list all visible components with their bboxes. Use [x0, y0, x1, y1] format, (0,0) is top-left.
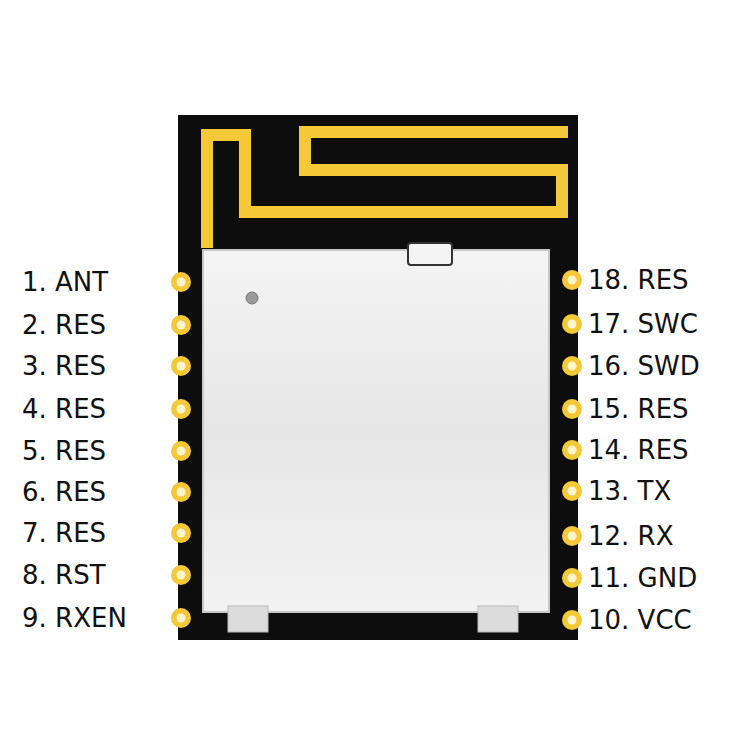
pin-name: 2. RES [22, 310, 106, 340]
pad-ring [562, 481, 582, 501]
pin-pad [171, 441, 191, 461]
pin-pad [562, 568, 582, 588]
pin-name: 12. RX [588, 521, 674, 551]
pin-pad [562, 610, 582, 630]
pin-name: 10. VCC [588, 605, 692, 635]
pad-hole [177, 362, 186, 371]
pin-name: 14. RES [588, 435, 689, 465]
pin-pad [562, 356, 582, 376]
pad-hole [177, 614, 186, 623]
pad-hole [568, 616, 577, 625]
pad-ring [171, 272, 191, 292]
pin-name: 15. RES [588, 394, 689, 424]
pad-ring [562, 610, 582, 630]
pin-name: 6. RES [22, 477, 106, 507]
pin-pad [171, 272, 191, 292]
pin-pad [171, 315, 191, 335]
pad-ring [562, 440, 582, 460]
pin1-dot [246, 292, 258, 304]
pad-ring [171, 356, 191, 376]
pad-ring [171, 399, 191, 419]
pin-pad [562, 440, 582, 460]
pad-ring [171, 315, 191, 335]
pin-pad [562, 399, 582, 419]
pcb-board [178, 115, 578, 640]
pad-hole [568, 405, 577, 414]
antenna-trace [207, 132, 568, 248]
pin-name: 5. RES [22, 436, 106, 466]
shield-can [203, 250, 549, 612]
pad-hole [568, 276, 577, 285]
shield-tab [408, 243, 452, 265]
pin-name: 11. GND [588, 563, 697, 593]
pin-name: 16. SWD [588, 351, 700, 381]
pad-hole [568, 446, 577, 455]
pin-pad [171, 356, 191, 376]
pad-hole [177, 571, 186, 580]
pin-pad [562, 270, 582, 290]
pad-hole [177, 488, 186, 497]
pin-name: 7. RES [22, 518, 106, 548]
pin-pad [562, 314, 582, 334]
pin-name: 9. RXEN [22, 603, 127, 633]
pad-ring [171, 608, 191, 628]
pin-name: 8. RST [22, 560, 106, 590]
shield-tab [478, 606, 518, 632]
pin-pad [171, 523, 191, 543]
pad-ring [562, 314, 582, 334]
pad-ring [171, 482, 191, 502]
pad-hole [177, 321, 186, 330]
pad-hole [568, 362, 577, 371]
pad-hole [568, 574, 577, 583]
pin-name: 3. RES [22, 351, 106, 381]
pad-ring [562, 568, 582, 588]
pin-name: 4. RES [22, 394, 106, 424]
pad-hole [177, 529, 186, 538]
pin-pad [562, 526, 582, 546]
pad-ring [171, 523, 191, 543]
pad-ring [562, 270, 582, 290]
shield-tab [228, 606, 268, 632]
pin-pad [171, 482, 191, 502]
pin-name: 17. SWC [588, 309, 698, 339]
pin-pad [562, 481, 582, 501]
pad-ring [171, 441, 191, 461]
pad-ring [171, 565, 191, 585]
pad-hole [568, 320, 577, 329]
pad-hole [177, 278, 186, 287]
pad-ring [562, 356, 582, 376]
pad-ring [562, 399, 582, 419]
pin-name: 13. TX [588, 476, 671, 506]
pad-hole [177, 405, 186, 414]
pad-hole [568, 487, 577, 496]
pad-hole [177, 447, 186, 456]
pin-name: 1. ANT [22, 267, 108, 297]
pad-hole [568, 532, 577, 541]
pin-pad [171, 399, 191, 419]
pad-ring [562, 526, 582, 546]
pin-pad [171, 565, 191, 585]
pin-pad [171, 608, 191, 628]
pin-name: 18. RES [588, 265, 689, 295]
